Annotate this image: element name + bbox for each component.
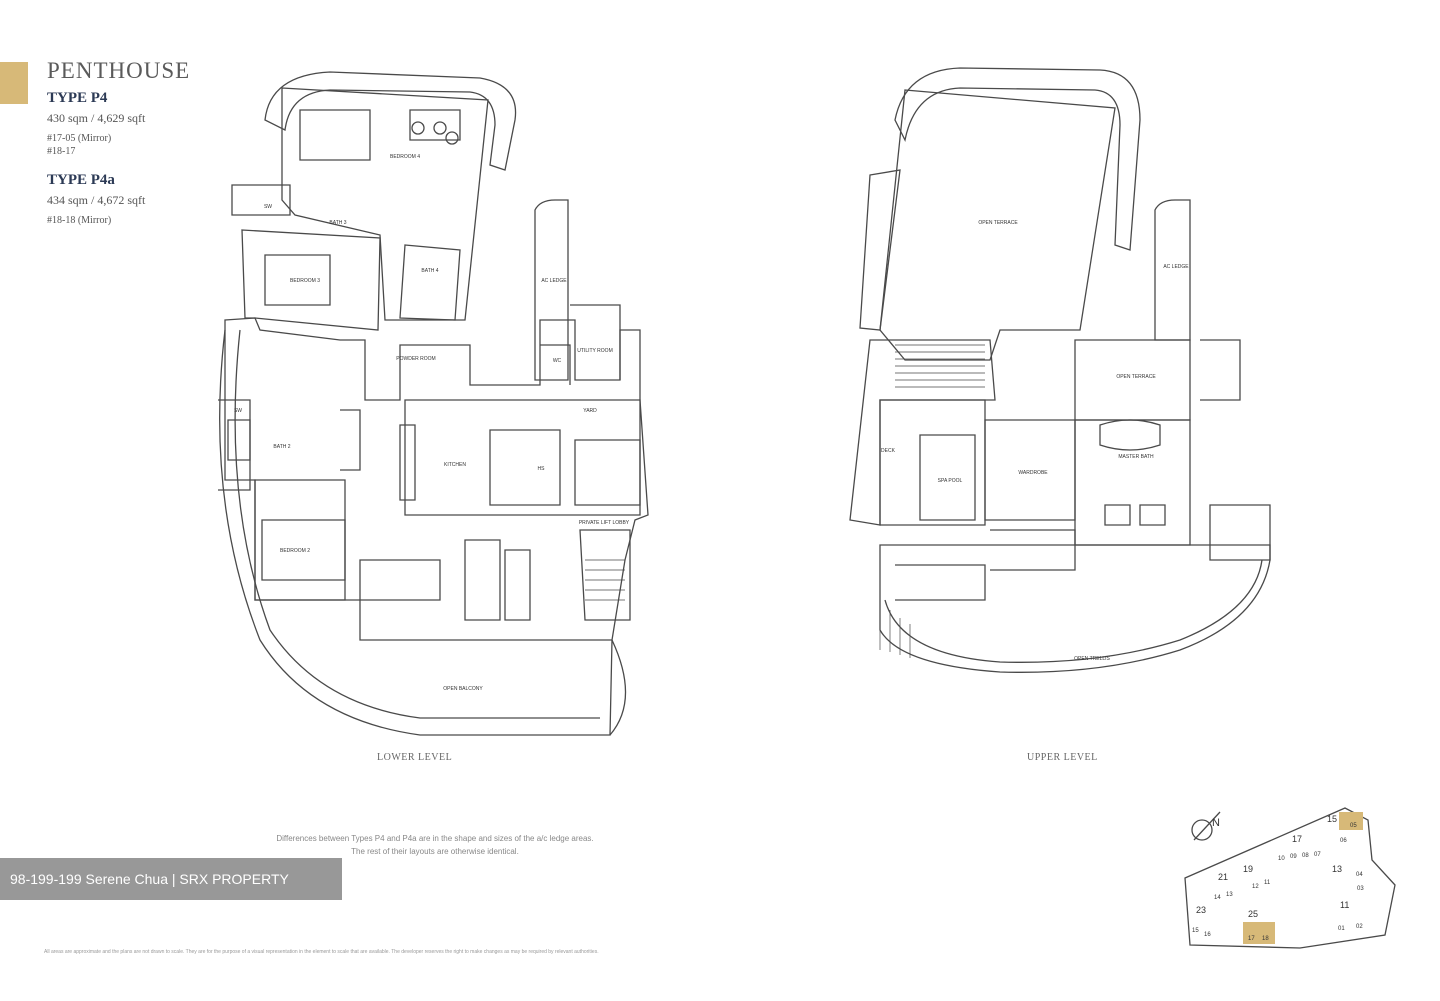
block-label: 25 [1248, 909, 1258, 919]
room-label: POWDER ROOM [396, 356, 435, 362]
room-label: OPEN TERRACE [1116, 374, 1156, 380]
unit-label: 18 [1262, 936, 1269, 942]
upper-level-plan [849, 67, 1271, 673]
room-label: AC LEDGE [1163, 264, 1189, 270]
block-label: 11 [1340, 900, 1349, 910]
highlight-units-17-18 [1243, 922, 1275, 944]
unit-label: 02 [1356, 924, 1363, 930]
room-label: OPEN TRELLIS [1074, 656, 1110, 662]
stair-hatch [585, 344, 985, 658]
unit-info-header: PENTHOUSE TYPE P4 430 sqm / 4,629 sqft #… [47, 58, 190, 227]
room-label: AC LEDGE [541, 278, 567, 284]
unit-label: 17 [1248, 936, 1255, 942]
block-label: 15 [1327, 814, 1337, 824]
room-label: BEDROOM 3 [290, 278, 320, 284]
unit-label: 09 [1290, 854, 1297, 860]
unit-label: 01 [1338, 926, 1345, 932]
unit-label: 07 [1314, 852, 1321, 858]
room-label: YARD [583, 408, 597, 414]
plan-note: Differences between Types P4 and P4a are… [200, 832, 670, 858]
room-label: SW [234, 408, 242, 414]
upper-level-label: UPPER LEVEL [1027, 752, 1098, 763]
unit-label: 11 [1264, 880, 1271, 886]
unit-label: 13 [1226, 892, 1233, 898]
room-label: OPEN BALCONY [443, 686, 483, 692]
unit-label: 16 [1204, 932, 1211, 938]
note-line: The rest of their layouts are otherwise … [351, 847, 519, 856]
note-line: Differences between Types P4 and P4a are… [276, 834, 594, 843]
lower-level-plan [218, 71, 649, 736]
unit-label: 05 [1350, 823, 1357, 829]
site-key-plan [1184, 807, 1396, 949]
type-p4-area: 430 sqm / 4,629 sqft [47, 111, 146, 125]
block-label: 23 [1196, 905, 1206, 915]
room-label: BATH 3 [329, 220, 346, 226]
page-title: PENTHOUSE [47, 58, 191, 83]
disclaimer-text: All areas are approximate and the plans … [44, 949, 599, 955]
room-label: UTILITY ROOM [577, 348, 612, 354]
type-p4a-heading: TYPE P4a [47, 172, 115, 188]
type-p4-heading: TYPE P4 [47, 90, 108, 106]
room-label: KITCHEN [444, 462, 466, 468]
block-label: 21 [1218, 872, 1228, 882]
unit-label: 15 [1192, 928, 1199, 934]
unit-label: 12 [1252, 884, 1259, 890]
room-label: MASTER BATH [1118, 454, 1154, 460]
highlight-unit-05 [1339, 812, 1363, 830]
room-label: BEDROOM 4 [390, 154, 420, 160]
unit-label: 03 [1357, 886, 1364, 892]
accent-tab [0, 62, 28, 104]
room-label: OPEN TERRACE [978, 220, 1018, 226]
lower-level-label: LOWER LEVEL [377, 752, 453, 763]
unit-label: 06 [1340, 838, 1347, 844]
room-label: SPA POOL [938, 478, 963, 484]
type-p4-unit: #18-17 [47, 146, 76, 157]
block-label: 13 [1332, 864, 1342, 874]
watermark-banner: 98-199-199 Serene Chua | SRX PROPERTY [0, 858, 342, 900]
unit-label: 14 [1214, 895, 1221, 901]
block-label: 17 [1292, 834, 1302, 844]
room-label: WARDROBE [1018, 470, 1048, 476]
room-label: SW [264, 204, 272, 210]
block-label: 19 [1243, 864, 1253, 874]
room-label: DECK [881, 448, 896, 454]
unit-label: 08 [1302, 853, 1309, 859]
type-p4-unit: #17-05 (Mirror) [47, 133, 112, 144]
unit-label: 04 [1356, 872, 1363, 878]
compass-north-label: N [1212, 817, 1220, 829]
room-label: BEDROOM 2 [280, 548, 310, 554]
room-label: PRIVATE LIFT LOBBY [579, 520, 630, 526]
room-label: BATH 2 [273, 444, 290, 450]
type-p4a-unit: #18-18 (Mirror) [47, 215, 112, 226]
room-label: BATH 4 [421, 268, 438, 274]
room-label: HS [538, 466, 546, 472]
type-p4a-area: 434 sqm / 4,672 sqft [47, 193, 146, 207]
unit-label: 10 [1278, 856, 1285, 862]
room-label: WC [553, 358, 562, 364]
